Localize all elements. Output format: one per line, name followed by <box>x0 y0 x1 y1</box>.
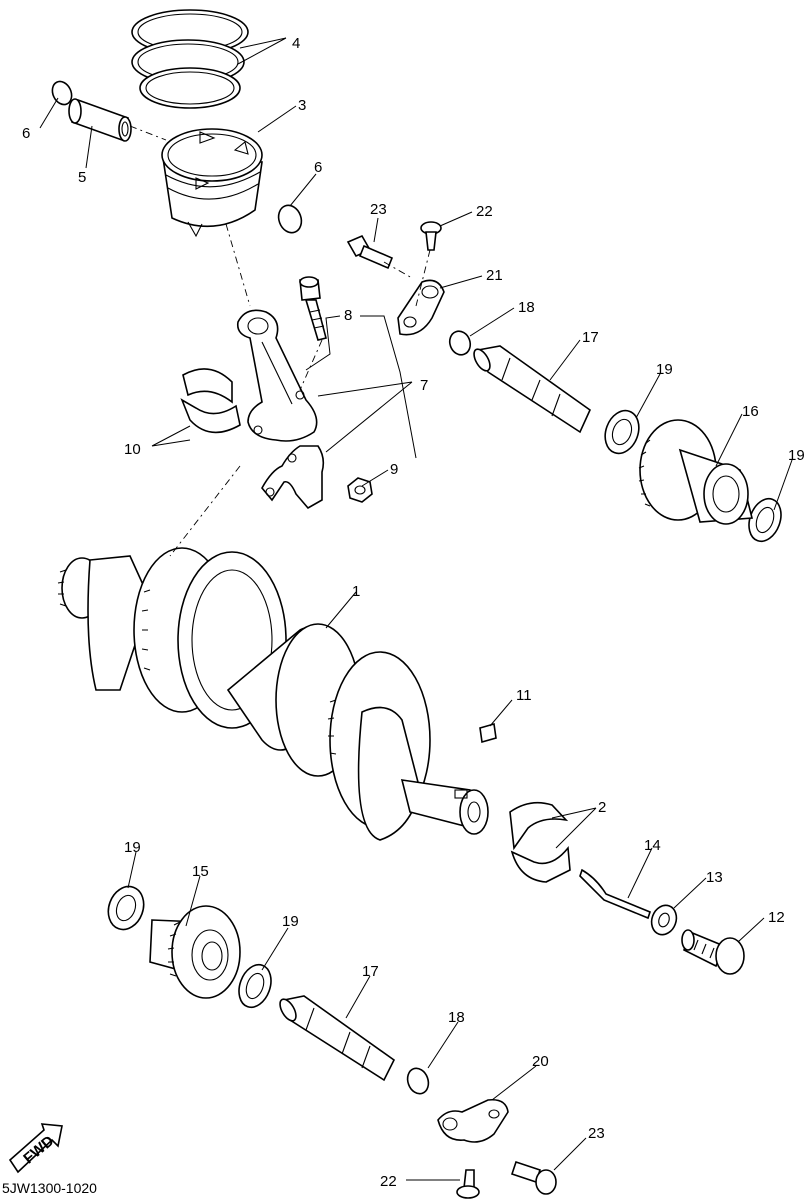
callout-6: 6 <box>314 159 322 176</box>
callout-4: 4 <box>292 35 300 52</box>
balancer-screw-lower <box>456 1169 480 1199</box>
callout-15: 15 <box>192 863 209 880</box>
callout-13: 13 <box>706 869 723 886</box>
callout-8: 8 <box>344 307 352 324</box>
callout-20: 20 <box>532 1053 549 1070</box>
bearing-lower-right <box>238 963 272 1009</box>
callout-7: 7 <box>420 377 428 394</box>
bearing-lower-left <box>107 885 145 931</box>
woodruff-key <box>479 722 497 744</box>
callout-2: 2 <box>598 799 606 816</box>
callout-19: 19 <box>788 447 805 464</box>
piston-pin-clip-right <box>277 204 303 234</box>
callout-18: 18 <box>448 1009 465 1026</box>
callout-19: 19 <box>282 913 299 930</box>
fwd-arrow-icon: FWD <box>8 1123 63 1174</box>
callout-22: 22 <box>476 203 493 220</box>
callout-21: 21 <box>486 267 503 284</box>
o-ring-upper <box>448 330 472 356</box>
callout-19: 19 <box>656 361 673 378</box>
callout-16: 16 <box>742 403 759 420</box>
callout-labels: 4 3 6 5 6 23 22 21 8 18 17 7 19 16 19 10… <box>22 35 805 1190</box>
callout-19: 19 <box>124 839 141 856</box>
balancer-bolt-lower <box>510 1160 557 1195</box>
leader-lines <box>39 37 793 1181</box>
balancer-gear-lower <box>149 905 241 999</box>
callout-18: 18 <box>518 299 535 316</box>
callout-5: 5 <box>78 169 86 186</box>
connecting-rod-cap <box>261 445 325 510</box>
callout-10: 10 <box>124 441 141 458</box>
big-end-bearing <box>180 368 241 434</box>
callout-6: 6 <box>22 125 30 142</box>
balancer-weight-lower <box>437 1098 509 1143</box>
callout-3: 3 <box>298 97 306 114</box>
balancer-weight-upper <box>397 279 445 336</box>
piston-rings <box>131 9 249 109</box>
main-bearing <box>509 801 571 883</box>
callout-12: 12 <box>768 909 785 926</box>
callout-1: 1 <box>352 583 360 600</box>
flange-bolt <box>681 929 745 975</box>
balancer-shaft-upper <box>473 345 592 434</box>
balancer-gear-upper <box>638 419 754 525</box>
piston-pin <box>68 98 132 142</box>
assembly-centerlines <box>129 125 431 557</box>
balancer-screw-upper <box>420 221 442 251</box>
callout-9: 9 <box>390 461 398 478</box>
connecting-rod <box>236 309 318 442</box>
callout-22: 22 <box>380 1173 397 1190</box>
callout-23: 23 <box>588 1125 605 1142</box>
diagram-part-code: 5JW1300-1020 <box>2 1180 97 1196</box>
callout-14: 14 <box>644 837 661 854</box>
drain-wire <box>579 868 651 920</box>
callout-23: 23 <box>370 201 387 218</box>
callout-17: 17 <box>362 963 379 980</box>
callout-11: 11 <box>516 687 532 704</box>
bearing-upper-outer <box>748 497 782 543</box>
bearing-upper-inner <box>604 409 640 455</box>
callout-17: 17 <box>582 329 599 346</box>
piston <box>161 128 263 238</box>
o-ring-lower <box>406 1067 430 1095</box>
washer <box>650 904 678 936</box>
connecting-rod-bolt <box>299 276 327 341</box>
balancer-shaft-lower <box>279 995 396 1082</box>
crankshaft <box>57 547 489 841</box>
